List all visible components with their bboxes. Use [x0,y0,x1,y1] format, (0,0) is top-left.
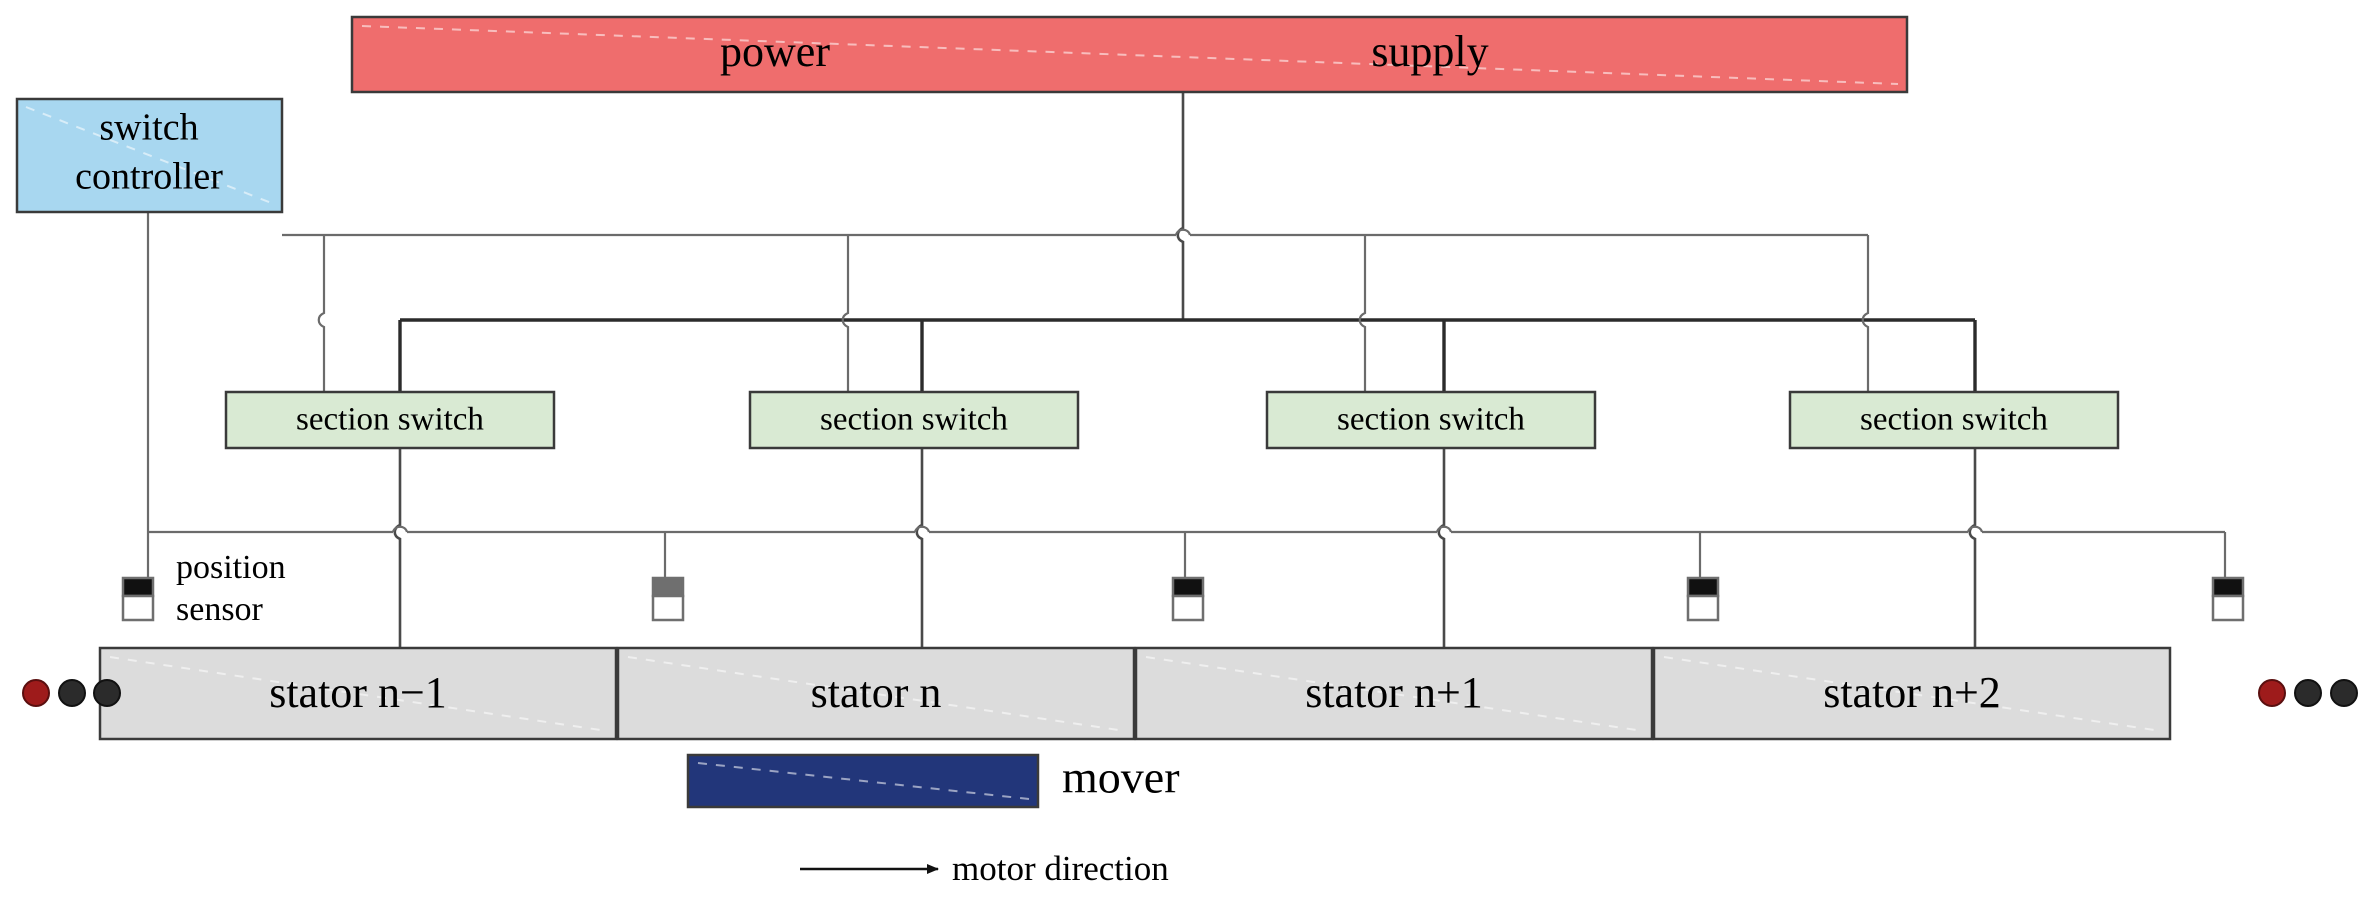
position-sensor-2[interactable] [1171,576,1205,622]
ellipsis-right [2258,679,2358,707]
section-switch-0[interactable]: section switch [224,390,556,450]
power-supply-box[interactable] [350,15,1909,94]
stator-label: stator n+2 [1823,668,2001,717]
ellipsis-dot-dark-2 [2330,679,2358,707]
switch-controller-label-line1: switch [99,107,198,149]
sensor-bus-hop-0 [391,525,409,533]
stator-shine [109,656,608,732]
stator-shine [627,656,1126,732]
mover-block[interactable]: mover [686,752,1180,809]
position-sensor-label: position sensor [176,549,286,628]
position-sensor-label-line1: position [176,549,286,586]
position-sensor-icon-top [651,576,685,598]
ellipsis-dot-dark-1 [2294,679,2322,707]
power-supply-label-supply: supply [1371,27,1488,76]
ellipsis-dot-dark-2 [93,679,121,707]
position-sensor-icon-bottom [1171,594,1205,622]
position-sensor-icon-bottom [651,594,685,622]
stator-label: stator n+1 [1305,668,1483,717]
section-switch-box[interactable] [748,390,1080,450]
sensor-bus-hop-2 [1435,525,1453,533]
wiring-layer [146,92,2227,648]
switch-output-wire-3 [1968,448,1977,648]
stator-box[interactable] [1652,646,2172,741]
power-supply-shine [361,25,1899,85]
stator-0[interactable]: stator n−1 [98,646,618,741]
controller-branch-wire-3 [1861,235,1870,392]
stator-box[interactable] [1134,646,1654,741]
power-supply-label-power: power [720,27,830,76]
stator-shine [1663,656,2162,732]
switch-controller-block[interactable]: switch controller [15,97,284,214]
position-sensor-3[interactable] [1686,576,1720,622]
switch-controller-label-line2: controller [75,156,223,198]
stator-2[interactable]: stator n+1 [1134,646,1654,741]
position-sensor-label-line2: sensor [176,591,264,628]
switch-output-wire-1 [915,448,924,648]
sensor-bus-hop-1 [913,525,931,533]
position-sensor-1[interactable] [651,576,685,622]
position-sensor-icon-bottom [1686,594,1720,622]
position-sensor-0[interactable] [121,576,155,622]
controller-branch-wire-1 [841,235,850,392]
ellipsis-left [22,679,121,707]
position-sensor-4[interactable] [2211,576,2245,622]
stator-3[interactable]: stator n+2 [1652,646,2172,741]
stator-box[interactable] [616,646,1136,741]
stator-box[interactable] [98,646,618,741]
switch-output-wire-2 [1437,448,1446,648]
mover-label: mover [1062,752,1180,803]
stator-shine [1145,656,1644,732]
section-switch-label: section switch [820,402,1008,438]
position-sensor-icon-bottom [2211,594,2245,622]
motor-direction-label: motor direction [952,849,1169,888]
switch-output-wire-0 [393,448,402,648]
controller-branch-wire-2 [1358,235,1367,392]
ellipsis-dot-red [22,679,50,707]
section-switch-1[interactable]: section switch [748,390,1080,450]
position-sensor-icon-top [1686,576,1720,598]
section-switch-2[interactable]: section switch [1265,390,1597,450]
sensor-bus-hop-3 [1966,525,1984,533]
position-sensor-icon-top [1171,576,1205,598]
section-switch-box[interactable] [1788,390,2120,450]
motor-direction-block: motor direction [800,849,1169,888]
power-supply-block[interactable]: power supply [350,15,1909,94]
power-supply-drop-wire [1176,92,1185,320]
position-sensor-icon-top [121,576,155,598]
stator-label: stator n−1 [269,668,447,717]
section-switch-box[interactable] [224,390,556,450]
mover-shine [697,762,1030,800]
section-switch-box[interactable] [1265,390,1597,450]
position-sensor-icon-bottom [121,594,155,622]
controller-branch-wire-0 [317,235,326,392]
stator-1[interactable]: stator n [616,646,1136,741]
ellipsis-dot-red [2258,679,2286,707]
controller-bus-hop-power [1174,228,1192,236]
section-switch-label: section switch [296,402,484,438]
stator-label: stator n [811,668,942,717]
position-sensor-icon-top [2211,576,2245,598]
switch-controller-shine [25,106,275,205]
section-switch-label: section switch [1860,402,2048,438]
section-switch-3[interactable]: section switch [1788,390,2120,450]
ellipsis-dot-dark-1 [58,679,86,707]
section-switch-label: section switch [1337,402,1525,438]
